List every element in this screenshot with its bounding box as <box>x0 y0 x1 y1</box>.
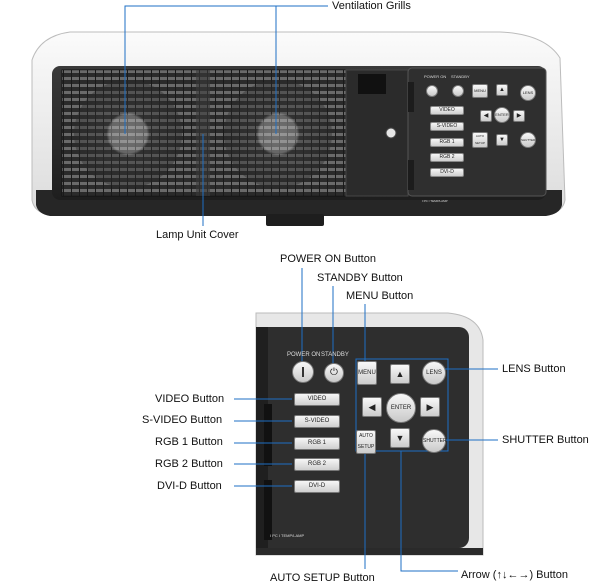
top-dvid-button[interactable]: DVI-D <box>430 168 464 177</box>
arrow-left-button[interactable]: ◀ <box>362 397 382 417</box>
callout-lines <box>124 5 498 572</box>
top-enter-button[interactable]: ENTER <box>494 107 510 123</box>
arrow-left-icon: ◀ <box>368 402 376 412</box>
shutter-button[interactable]: SHUTTER <box>422 429 447 453</box>
standby-button[interactable]: ⏻ <box>324 363 344 383</box>
rgb1-button[interactable]: RGB 1 <box>294 437 340 450</box>
video-button[interactable]: VIDEO <box>294 393 340 406</box>
arrow-down-icon: ▼ <box>395 433 405 443</box>
panel-footer: I PC I TEMP/LAMP <box>270 533 305 538</box>
top-video-button[interactable]: VIDEO <box>430 106 464 115</box>
top-rgb2-button[interactable]: RGB 2 <box>430 153 464 162</box>
callout-menu-button: MENU Button <box>346 290 414 302</box>
arrow-up-button[interactable]: ▲ <box>390 364 410 384</box>
callout-dvid-button: DVI-D Button <box>157 480 222 492</box>
callout-standby-button: STANDBY Button <box>317 272 403 284</box>
standby-label: STANDBY <box>321 352 349 358</box>
menu-button[interactable]: MENU <box>357 361 377 385</box>
callout-arrow-button: Arrow (↑↓←→) Button <box>461 569 568 581</box>
dvid-button[interactable]: DVI-D <box>294 480 340 493</box>
callout-rgb1-button: RGB 1 Button <box>155 436 223 448</box>
callout-lens-button: LENS Button <box>502 363 566 375</box>
callout-shutter-button: SHUTTER Button <box>502 434 589 446</box>
top-rgb1-button[interactable]: RGB 1 <box>430 138 464 147</box>
top-standby-label: STANDBY <box>451 74 470 79</box>
callout-auto-setup-button: AUTO SETUP Button <box>270 572 375 584</box>
top-svideo-button[interactable]: S-VIDEO <box>430 122 464 131</box>
top-arrow-right-button[interactable]: ▶ <box>513 110 525 122</box>
arrow-up-icon: ▲ <box>395 369 405 379</box>
callout-rgb2-button: RGB 2 Button <box>155 458 223 470</box>
auto-setup-button[interactable]: AUTO SETUP <box>356 430 376 454</box>
top-arrow-left-button[interactable]: ◀ <box>480 110 492 122</box>
enter-button[interactable]: ENTER <box>386 393 416 423</box>
top-arrow-down-button[interactable]: ▼ <box>496 134 508 146</box>
top-auto-setup-button[interactable]: AUTO SETUP <box>472 132 488 148</box>
power-line-icon <box>302 367 304 377</box>
top-standby-button[interactable] <box>452 85 464 97</box>
standby-icon: ⏻ <box>330 367 338 378</box>
lens-button[interactable]: LENS <box>422 361 446 385</box>
arrow-right-button[interactable]: ▶ <box>420 397 440 417</box>
top-power-on-button[interactable] <box>426 85 438 97</box>
callout-lamp-unit-cover: Lamp Unit Cover <box>156 229 239 241</box>
power-on-label: POWER ON <box>287 352 321 358</box>
top-arrow-up-button[interactable]: ▲ <box>496 84 508 96</box>
top-lens-button[interactable]: LENS <box>520 85 536 101</box>
top-power-on-label: POWER ON <box>424 74 447 79</box>
projector-body-top <box>31 31 566 226</box>
top-shutter-button[interactable]: SHUTTER <box>520 132 536 148</box>
arrow-right-icon: ▶ <box>426 402 434 412</box>
arrow-down-button[interactable]: ▼ <box>390 428 410 448</box>
top-panel-footer: I PC I TEMP/LAMP <box>422 199 448 203</box>
callout-ventilation-grills: Ventilation Grills <box>332 0 411 12</box>
svideo-button[interactable]: S-VIDEO <box>294 415 340 428</box>
callout-power-on-button: POWER ON Button <box>280 253 376 265</box>
top-menu-button[interactable]: MENU <box>472 84 488 98</box>
callout-svideo-button: S-VIDEO Button <box>142 414 223 426</box>
callout-video-button: VIDEO Button <box>155 393 225 405</box>
rgb2-button[interactable]: RGB 2 <box>294 458 340 471</box>
power-on-button[interactable] <box>292 361 314 383</box>
